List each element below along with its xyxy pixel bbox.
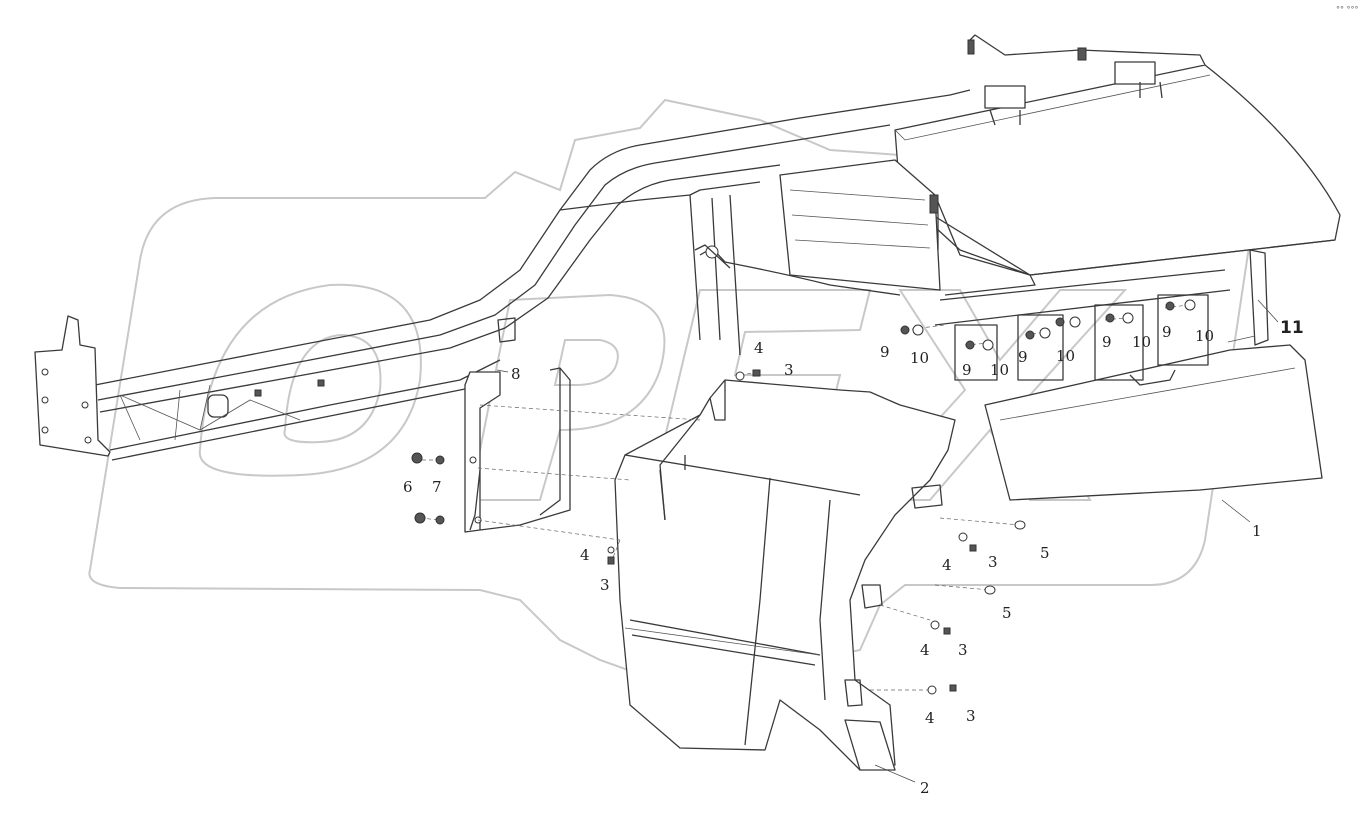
left-mount-bracket bbox=[34, 315, 111, 457]
callout-9: 9 bbox=[880, 343, 890, 361]
callout-9: 9 bbox=[962, 361, 972, 379]
callout-2: 2 bbox=[920, 779, 930, 797]
callout-5: 5 bbox=[1040, 544, 1050, 562]
callout-9: 9 bbox=[1102, 333, 1112, 351]
callout-4: 4 bbox=[580, 546, 590, 564]
callout-3: 3 bbox=[784, 361, 794, 379]
skirt-hanger-brackets bbox=[934, 269, 1231, 381]
callout-4: 4 bbox=[942, 556, 952, 574]
corner-mark: °° °°° bbox=[1336, 5, 1359, 14]
callout-7: 7 bbox=[432, 478, 442, 496]
callout-labels: 1 2 4 3 8 6 7 4 3 4 3 5 5 4 3 4 3 9 10 9… bbox=[403, 318, 1304, 797]
top-cover-panel bbox=[894, 34, 1341, 276]
callout-11: 11 bbox=[1280, 318, 1304, 338]
side-skirt-panel bbox=[984, 249, 1323, 501]
fasteners bbox=[411, 299, 1196, 695]
cable-bracket bbox=[689, 194, 901, 356]
callout-10: 10 bbox=[1132, 333, 1151, 351]
callout-10: 10 bbox=[1195, 327, 1214, 345]
callout-9: 9 bbox=[1162, 323, 1172, 341]
leader-lines bbox=[496, 299, 1279, 783]
callout-8: 8 bbox=[511, 365, 521, 383]
middle-cabinet bbox=[779, 159, 1036, 296]
callout-3: 3 bbox=[988, 553, 998, 571]
callout-10: 10 bbox=[990, 361, 1009, 379]
callout-1: 1 bbox=[1252, 522, 1262, 540]
center-bracket-assembly bbox=[464, 317, 571, 533]
frame-rail bbox=[94, 89, 971, 461]
front-fender-panel bbox=[614, 379, 956, 771]
callout-3: 3 bbox=[600, 576, 610, 594]
callout-10: 10 bbox=[1056, 347, 1075, 365]
callout-6: 6 bbox=[403, 478, 413, 496]
callout-5: 5 bbox=[1002, 604, 1012, 622]
callout-4: 4 bbox=[925, 709, 935, 727]
callout-4: 4 bbox=[920, 641, 930, 659]
callout-10: 10 bbox=[910, 349, 929, 367]
callout-9: 9 bbox=[1018, 348, 1028, 366]
callout-3: 3 bbox=[958, 641, 968, 659]
callout-4: 4 bbox=[754, 339, 764, 357]
callout-3: 3 bbox=[966, 707, 976, 725]
